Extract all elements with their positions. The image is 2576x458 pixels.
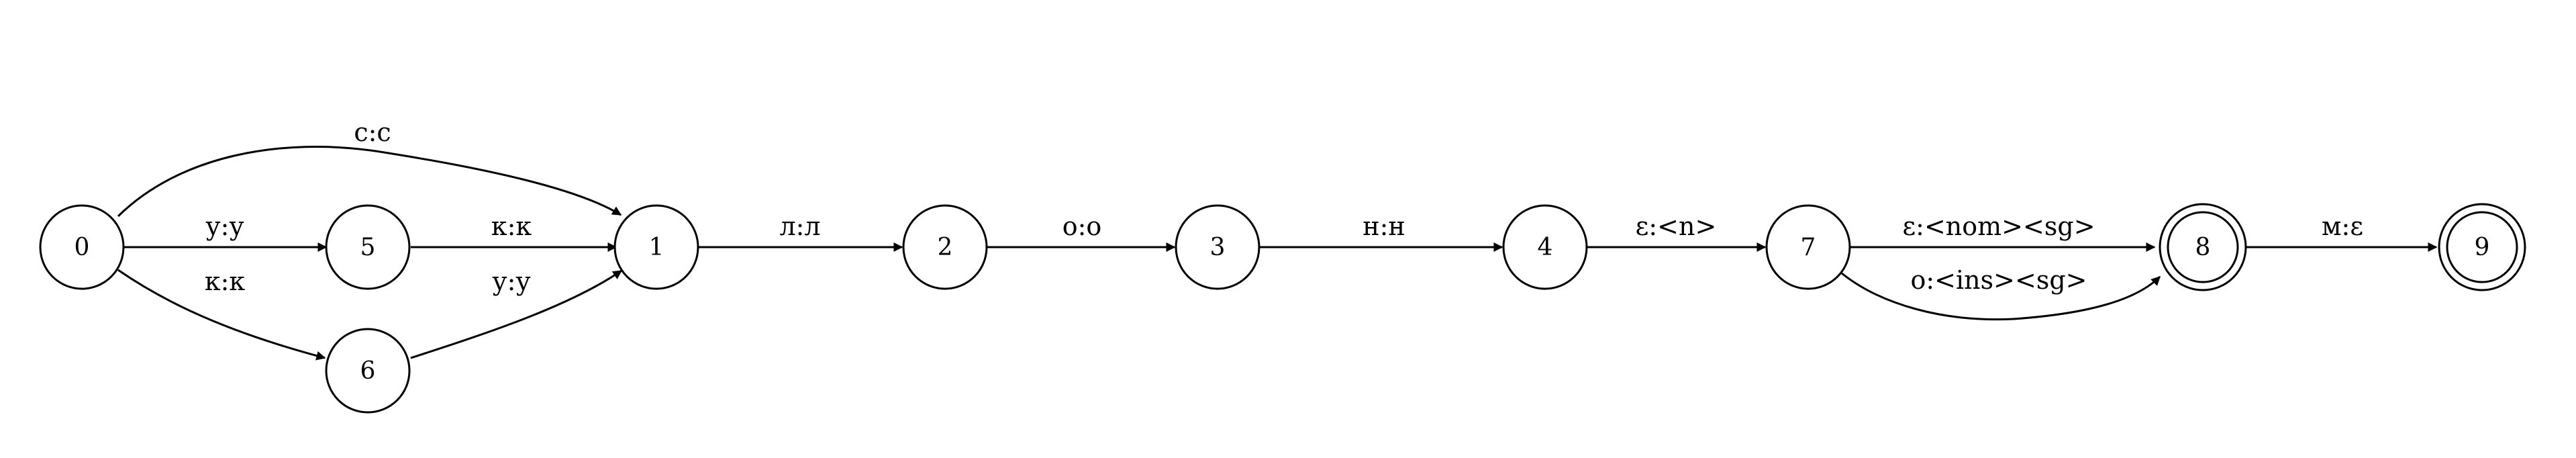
state-3: 3 bbox=[1175, 204, 1260, 290]
state-label: 1 bbox=[649, 234, 664, 261]
state-label: 9 bbox=[2475, 234, 2490, 261]
edge-label-7-8-ins: о:<ins><sg> bbox=[1911, 265, 2087, 295]
state-label: 7 bbox=[1801, 234, 1816, 261]
state-label: 3 bbox=[1210, 234, 1226, 261]
edge-label-0-6: к:к bbox=[205, 267, 246, 296]
state-label: 5 bbox=[360, 234, 376, 261]
edge-label-7-8-nom: ε:<nom><sg> bbox=[1902, 212, 2095, 241]
edge-label-0-1: с:с bbox=[354, 118, 391, 147]
edge-7-8-ins bbox=[1837, 269, 2161, 321]
state-label: 8 bbox=[2195, 234, 2211, 261]
state-1: 1 bbox=[613, 204, 699, 290]
edge-label-4-7: ε:<n> bbox=[1636, 212, 1717, 241]
state-label: 6 bbox=[360, 357, 376, 385]
state-8-final: 8 bbox=[2159, 203, 2247, 291]
states: 0 5 6 1 2 3 4 7 bbox=[39, 203, 2526, 414]
state-5: 5 bbox=[325, 204, 411, 290]
state-6: 6 bbox=[325, 328, 411, 414]
edge-label-5-1: к:к bbox=[491, 212, 532, 241]
edge-label-1-2: л:л bbox=[779, 212, 820, 241]
edge-label-0-5: у:у bbox=[205, 212, 244, 241]
edge-label-6-1: у:у bbox=[492, 267, 531, 296]
edge-label-8-9: м:ε bbox=[2322, 212, 2363, 241]
state-label: 0 bbox=[75, 234, 90, 261]
state-9-final: 9 bbox=[2438, 203, 2526, 291]
state-label: 4 bbox=[1538, 234, 1553, 261]
edge-label-3-4: н:н bbox=[1363, 212, 1405, 241]
state-4: 4 bbox=[1502, 204, 1588, 290]
state-7: 7 bbox=[1765, 204, 1851, 290]
edge-6-1 bbox=[410, 269, 623, 359]
edge-label-2-3: о:о bbox=[1062, 212, 1102, 241]
edge-0-6 bbox=[117, 269, 326, 361]
state-0: 0 bbox=[39, 204, 125, 290]
edge-0-1 bbox=[117, 146, 622, 218]
edges: с:с у:у к:к к:к у:у л:л о:о н:н ε:<n> ε:… bbox=[117, 118, 2438, 361]
state-label: 2 bbox=[938, 234, 953, 261]
state-2: 2 bbox=[902, 204, 988, 290]
